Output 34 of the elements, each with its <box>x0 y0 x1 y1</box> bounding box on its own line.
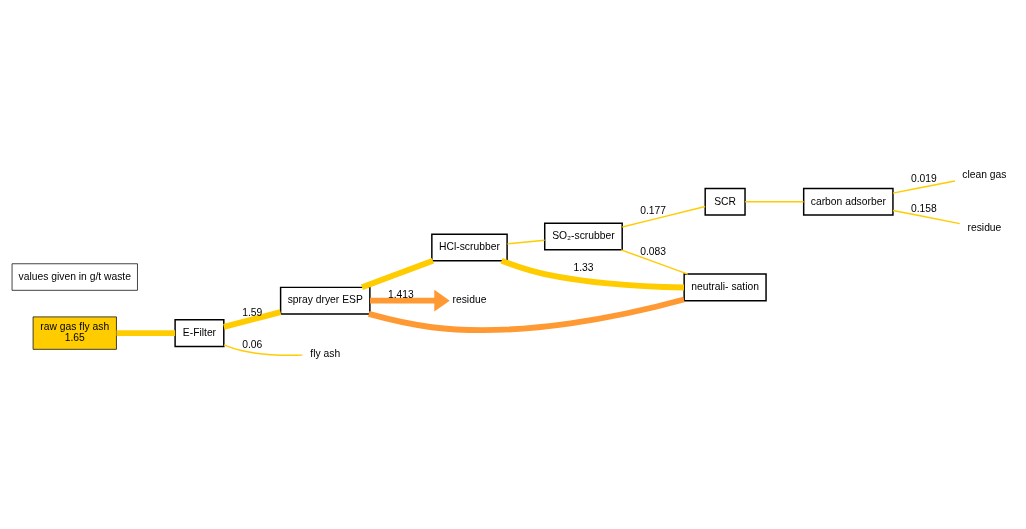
edge-label: 0.06 <box>242 339 263 351</box>
connector <box>116 330 176 337</box>
node-text: residue <box>452 294 487 306</box>
edge-label: 0.083 <box>640 246 667 258</box>
node-box: spray dryer ESP <box>279 286 371 315</box>
node-text: clean gas <box>962 168 1007 180</box>
connector <box>620 249 689 275</box>
connector <box>368 296 685 334</box>
edge-label: 0.019 <box>911 173 937 185</box>
node-box: raw gas fly ash 1.65 <box>32 316 117 350</box>
node-text: fly ash <box>310 347 341 359</box>
connector <box>500 258 685 291</box>
connector <box>506 239 546 245</box>
connector <box>744 201 805 203</box>
connector <box>223 309 282 330</box>
edge-label: 1.59 <box>242 306 263 318</box>
node-box: SO₂-scrubber <box>544 222 623 251</box>
connector <box>621 205 706 228</box>
arrow <box>370 289 450 312</box>
edge-label: 1.33 <box>573 262 594 274</box>
node-box: values given in g/t waste <box>11 263 138 291</box>
edge-label: 0.177 <box>640 205 667 217</box>
connector <box>892 209 961 225</box>
node-box: SCR <box>704 187 746 216</box>
node-box: HCl-scrubber <box>431 233 508 262</box>
node-box: neutrali- sation <box>683 273 767 302</box>
node-box: E-Filter <box>174 319 225 348</box>
connector <box>892 180 956 194</box>
node-box: carbon adsorber <box>802 187 894 216</box>
node-text: residue <box>967 222 1002 234</box>
connector <box>360 258 434 290</box>
edge-label: 0.158 <box>911 202 937 214</box>
edge-label: 1.413 <box>387 288 414 300</box>
connector <box>223 344 303 357</box>
